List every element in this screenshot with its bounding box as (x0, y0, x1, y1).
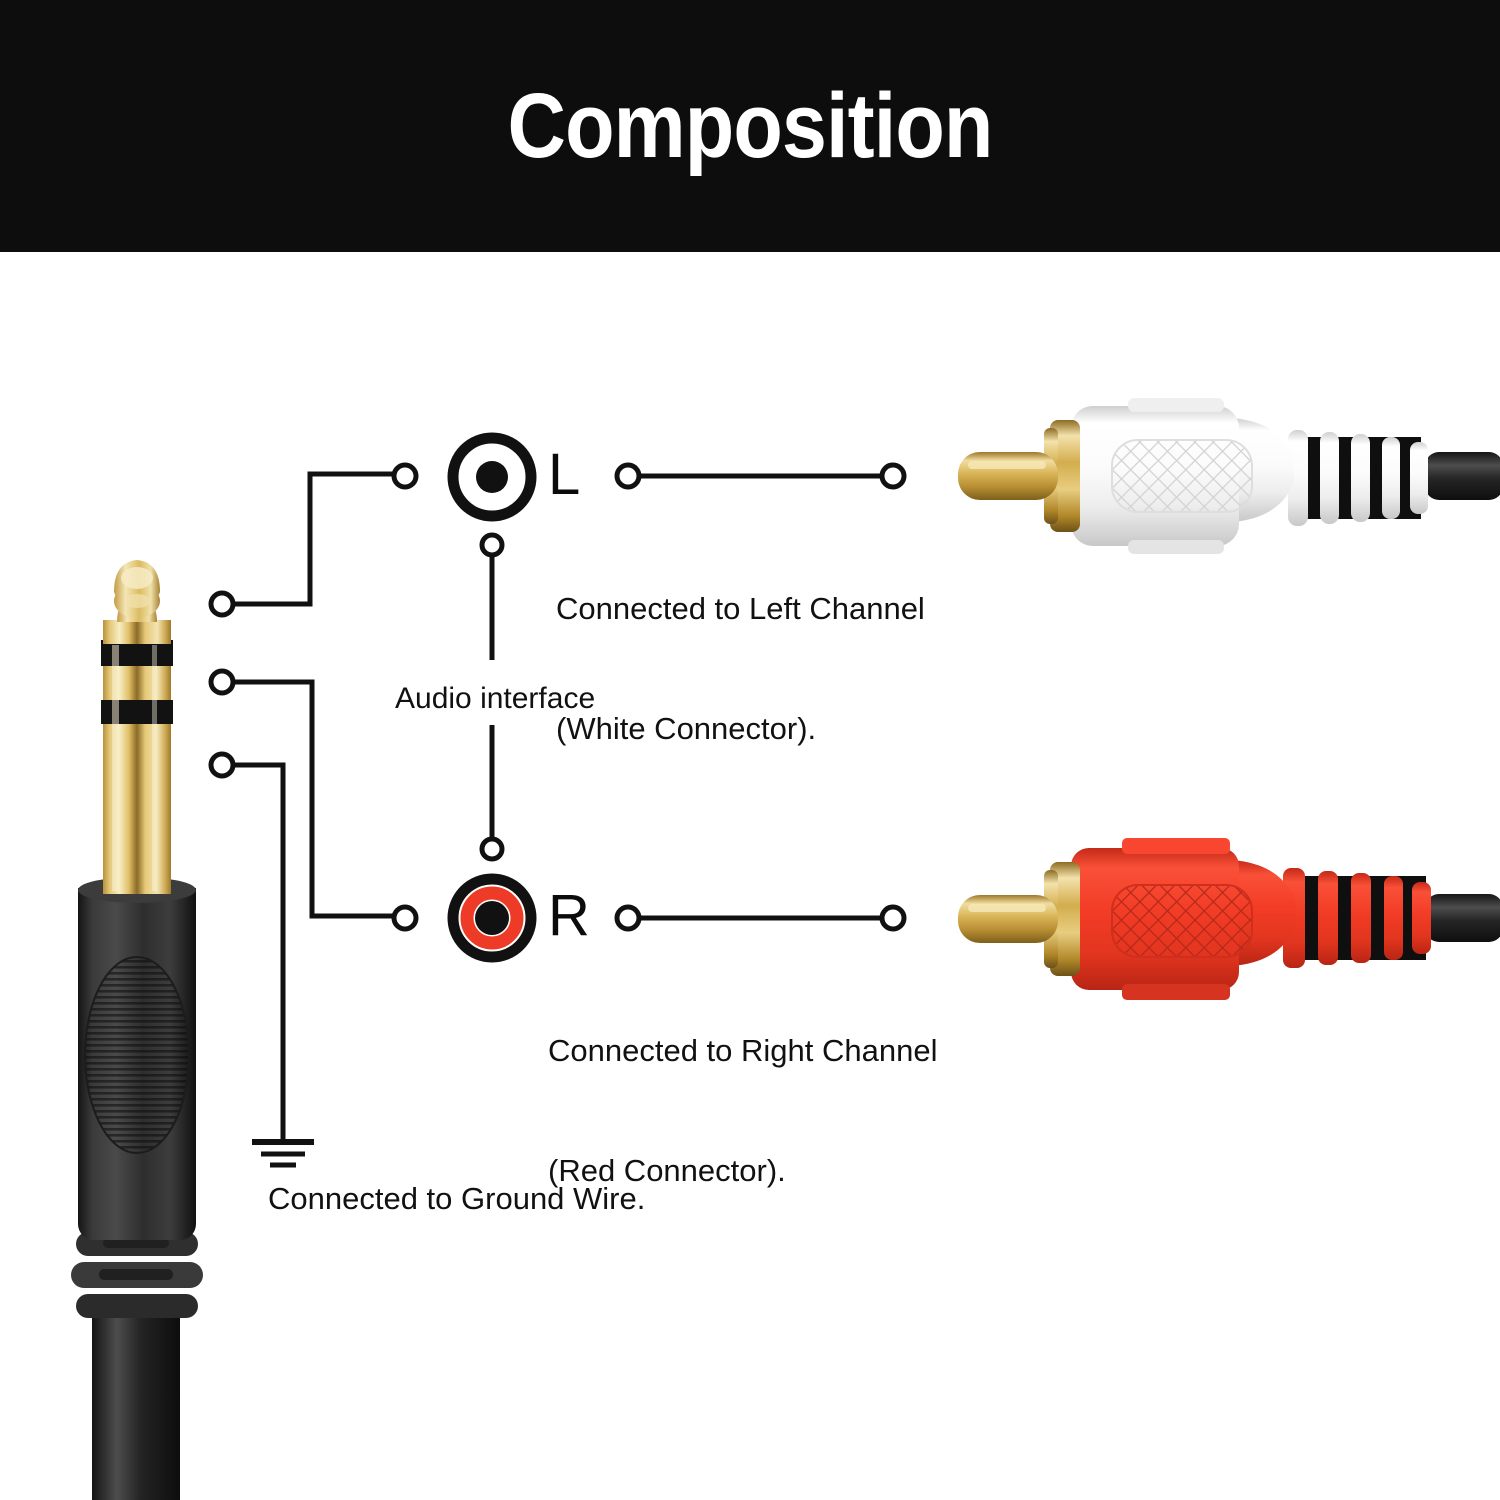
rca-connector-red (958, 838, 1500, 1000)
wire-terminal-nodes-right (614, 462, 907, 932)
trs-plug-connector (71, 560, 203, 1500)
white-rca-strain-ribs (1288, 430, 1428, 526)
white-rca-cable (1425, 452, 1500, 500)
right-channel-description-line2: (Red Connector). (548, 1153, 786, 1189)
page-title: Composition (507, 74, 993, 177)
channel-letter-right: R (548, 883, 590, 948)
white-rca-pin (958, 452, 1058, 500)
node-white-in (879, 462, 907, 490)
right-channel-description: Connected to Right Channel (Red Connecto… (548, 950, 937, 1272)
red-rca-grip-texture (1112, 885, 1252, 957)
left-channel-description: Connected to Left Channel (White Connect… (556, 508, 925, 830)
trs-strain-relief (71, 1232, 203, 1318)
wire-terminal-nodes-left (208, 462, 419, 932)
channel-letter-left: L (548, 442, 581, 507)
left-channel-description-line2: (White Connector). (556, 711, 817, 747)
rca-jack-icon-left (447, 432, 537, 522)
right-channel-description-line1: Connected to Right Channel (548, 1032, 938, 1068)
node-audio-interface-top (479, 532, 505, 558)
node-left-jack-in (391, 462, 419, 490)
wiring-lines-right (636, 473, 884, 921)
white-rca-grip-texture (1112, 440, 1252, 512)
wire-tip-to-left (225, 471, 400, 607)
red-rca-cable (1425, 894, 1500, 942)
node-red-in (879, 904, 907, 932)
node-audio-interface-bottom (479, 836, 505, 862)
wiring-lines-left (225, 471, 400, 1113)
left-channel-description-line1: Connected to Left Channel (556, 590, 925, 626)
node-tip (208, 590, 236, 618)
trs-insulator-ring (101, 700, 173, 724)
rca-jack-icon-right (447, 873, 537, 963)
ground-symbol-icon (252, 1108, 314, 1168)
audio-interface-label: Audio interface (395, 682, 596, 715)
header-banner: Composition (0, 0, 1500, 252)
wire-ring-to-right (225, 679, 400, 919)
node-white-out (614, 462, 642, 490)
rca-connector-white (958, 398, 1500, 554)
wire-sleeve-to-ground (225, 762, 286, 1113)
ground-wire-label: Connected to Ground Wire. (268, 1181, 646, 1216)
node-sleeve (208, 751, 236, 779)
trs-grip-texture (85, 957, 189, 1153)
node-ring (208, 668, 236, 696)
trs-cable (92, 1300, 180, 1500)
red-rca-strain-ribs (1283, 868, 1431, 968)
red-rca-pin (958, 895, 1058, 943)
node-red-out (614, 904, 642, 932)
node-right-jack-in (391, 904, 419, 932)
